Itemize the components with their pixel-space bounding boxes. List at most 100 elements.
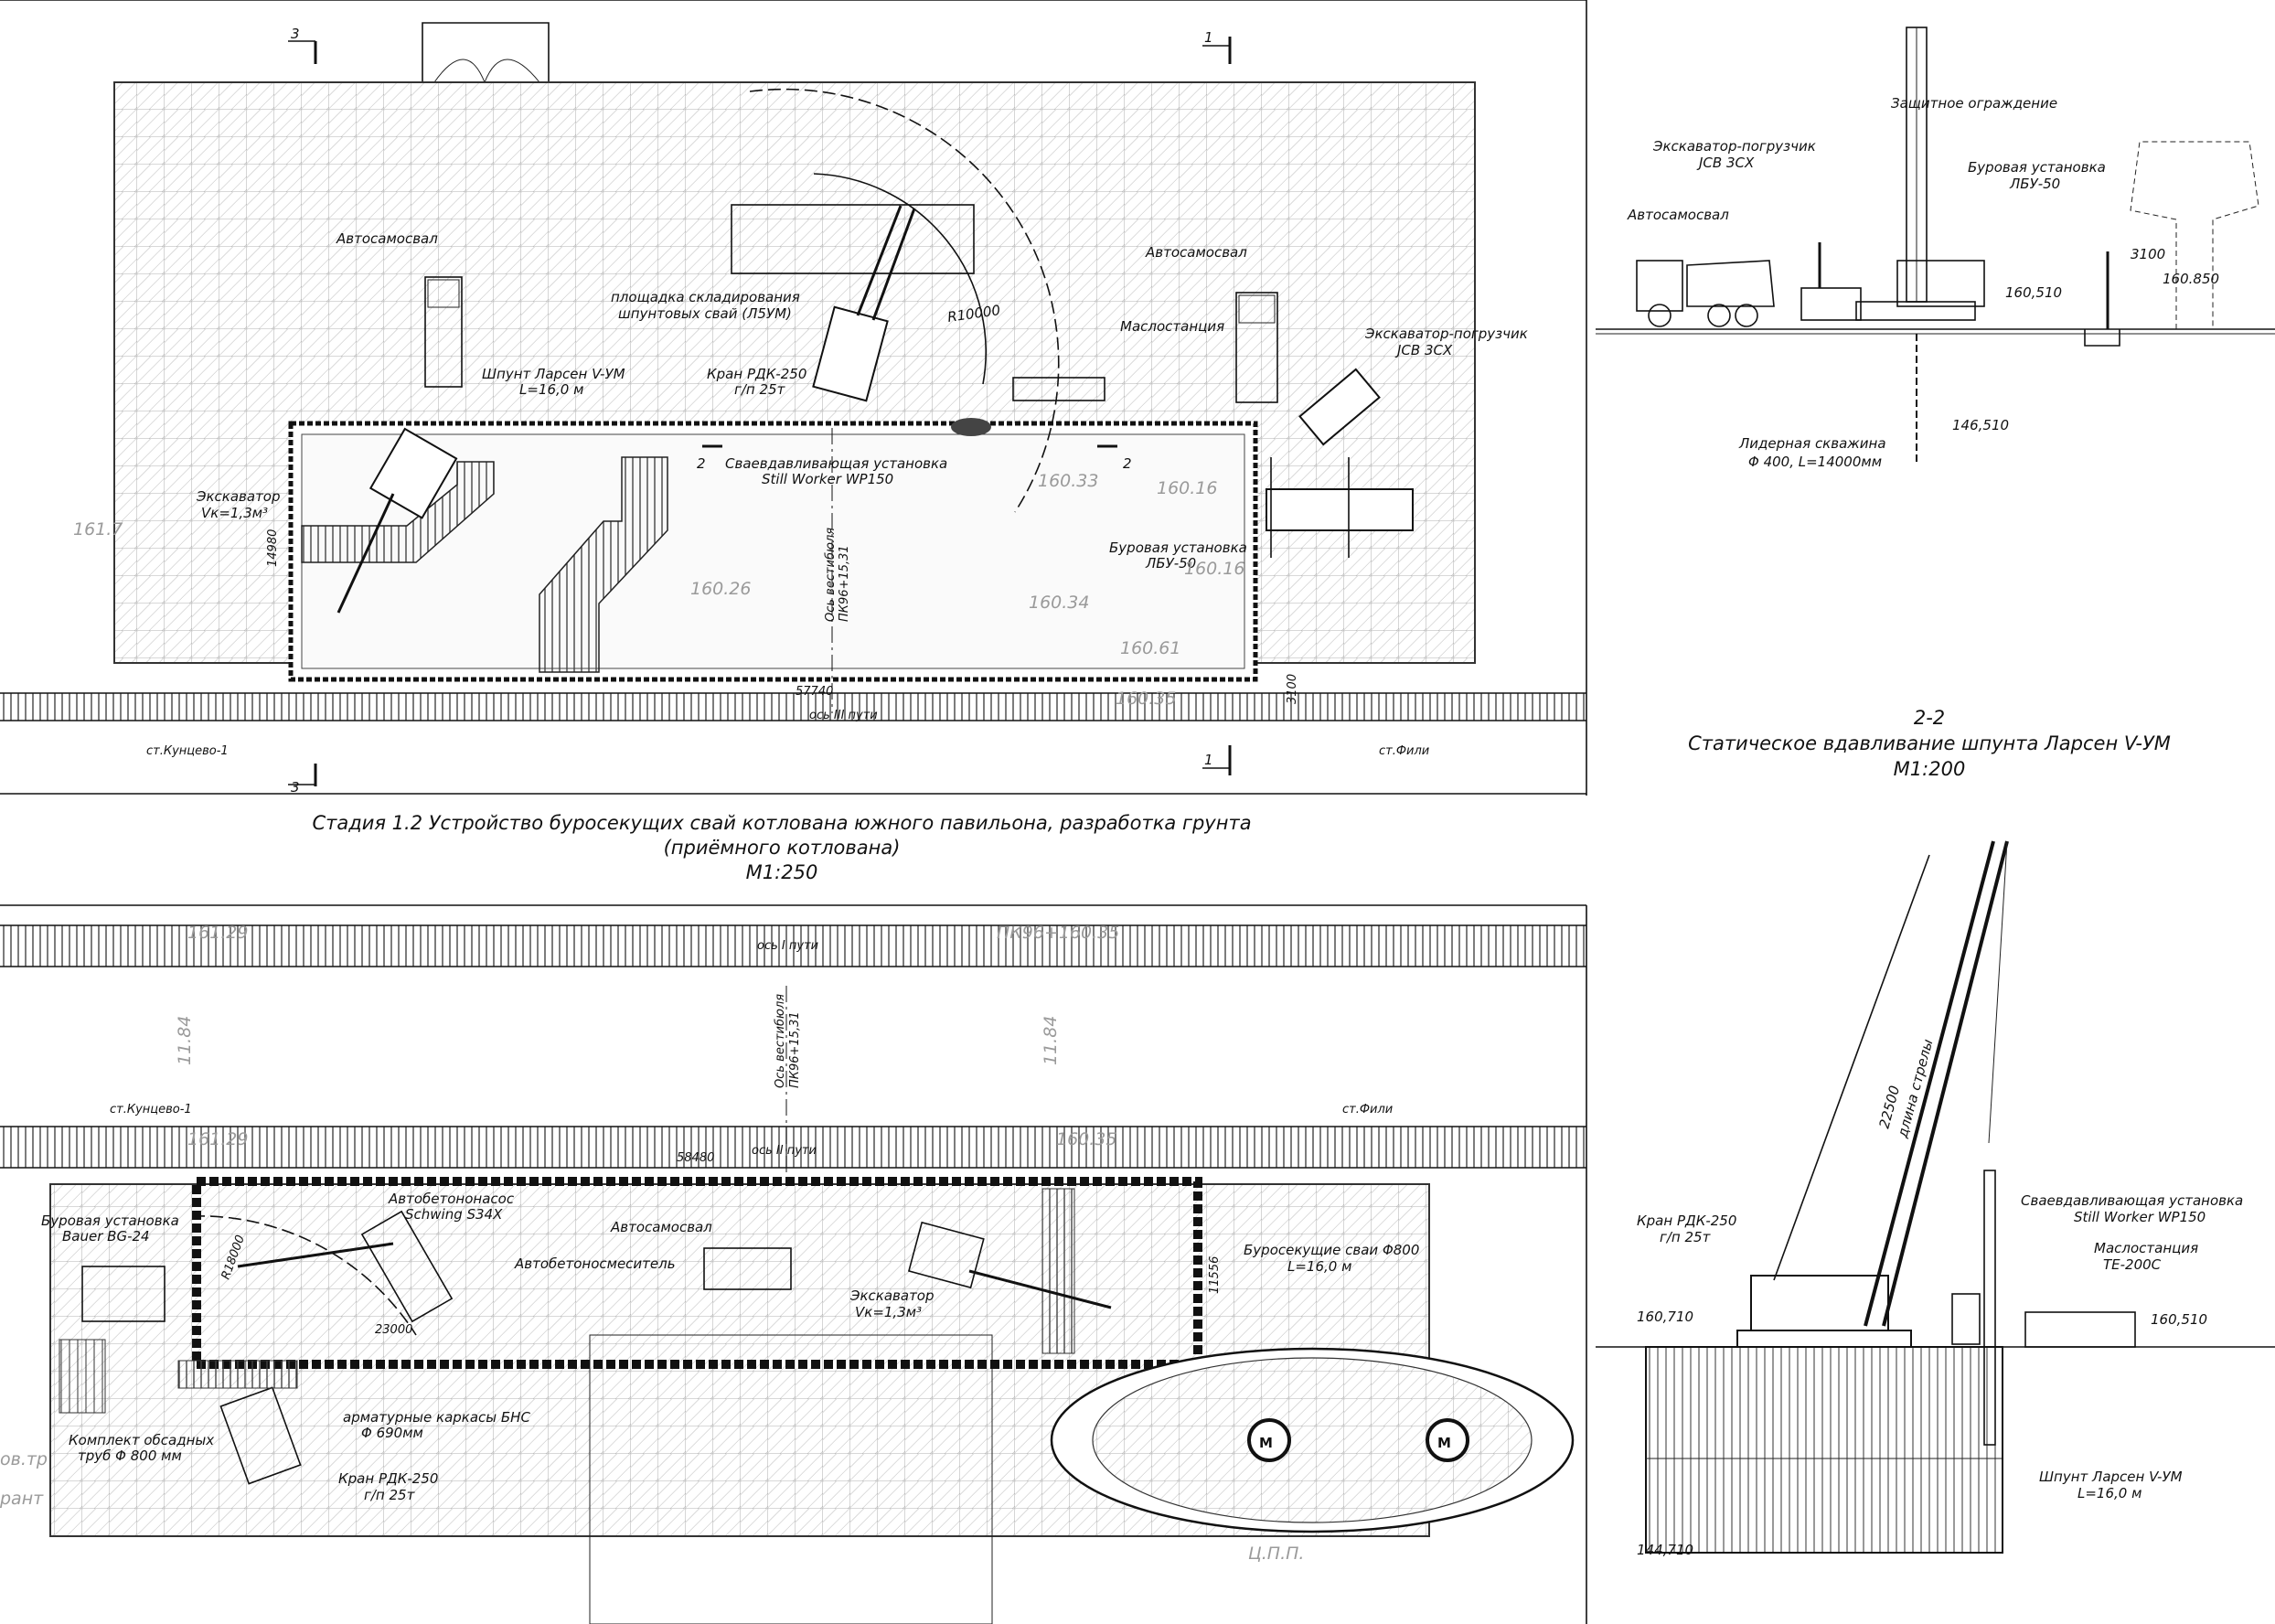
secant-pile-wall [192, 1177, 1202, 1369]
label-piles-2: L=16,0 м [1287, 1258, 1351, 1275]
label-dim-length: 57740 [796, 685, 833, 699]
label-dim-3100-sec: 3100 [2131, 246, 2165, 262]
label-dump-truck-right: Автосамосвал [1145, 244, 1247, 261]
label-rebar-2: Φ 690мм [361, 1425, 423, 1441]
label-dim-11556: 11556 [1208, 1256, 1222, 1294]
label-station-right-s2: ст.Фили [1342, 1103, 1393, 1116]
casing-pipes [59, 1339, 106, 1414]
label-cut-left: ов.тр [0, 1449, 48, 1469]
oil-station-section [2024, 1311, 2136, 1348]
label-vestibule-s2-1: Ось вестибюля [774, 994, 787, 1088]
label-elev-secb-3: 144,710 [1637, 1542, 1693, 1558]
label-loader-sec-1: Экскаватор-погрузчик [1652, 138, 1816, 155]
dump-truck-section [1636, 260, 1775, 327]
section-markers-stage1 [288, 37, 1232, 786]
label-casing-1: Комплект обсадных [69, 1432, 214, 1448]
label-crane-s2-1: Кран РДК-250 [338, 1470, 438, 1487]
label-track-axis: ось III пути [809, 709, 878, 722]
label-oil-sec-1: Маслостанция [2094, 1240, 2198, 1256]
excavator-stage1 [336, 427, 458, 614]
ramp-2 [539, 456, 668, 673]
label-elev-sec-3: 146,510 [1952, 417, 2009, 433]
label-press-sec-2: Still Worker WP150 [2074, 1209, 2206, 1225]
label-section-3b: 3 [291, 779, 300, 796]
dim-1184-a: 11.84 [175, 1016, 195, 1065]
label-vestibule-axis-2: ПК96+15,31 [838, 545, 851, 622]
mixer-truck [360, 1210, 454, 1323]
pump-boom [237, 1242, 394, 1268]
crane-rdk250-section [1736, 840, 2009, 1446]
dump-truck-left [424, 276, 463, 388]
metro-vestibule [1050, 1347, 1575, 1533]
label-cpp: Ц.П.П. [1248, 1544, 1304, 1564]
label-drill-rig-2: ЛБУ-50 [1145, 555, 1196, 572]
elev-stage1-2: 160.16 [1157, 478, 1217, 498]
elev-s2-top-left: 161.29 [187, 923, 248, 943]
label-pump-2: Schwing S34X [405, 1206, 503, 1223]
label-elev-sec-2: 160.850 [2163, 271, 2219, 287]
stage2-plan: 161.29 ПК96+160.35 ось I пути Ось вестиб… [0, 904, 1587, 1624]
label-press-rig-1: Сваевдавливающая установка [725, 455, 947, 472]
elev-stage1-7: 160.33 [1038, 471, 1098, 491]
loader-jcb-stage1 [1298, 368, 1381, 446]
label-loader-2: JCB 3CX [1394, 342, 1453, 358]
label-section-3a: 3 [291, 26, 300, 42]
label-dump-truck-sec: Автосамосвал [1627, 207, 1729, 223]
label-pile-sec-2: L=16,0 м [2077, 1485, 2141, 1501]
label-loader-1: Экскаватор-погрузчик [1364, 326, 1528, 342]
dump-truck-right [1235, 292, 1278, 403]
label-storage-2: шпунтовых свай (Л5УМ) [618, 305, 792, 322]
section-a-elevation: Экскаватор-погрузчик JCB 3CX Защитное ог… [1596, 27, 2275, 470]
label-drill-rig-1: Буровая установка [1109, 540, 1247, 556]
label-axis-track2: ось II пути [752, 1144, 817, 1158]
label-crane-1: Кран РДК-250 [707, 366, 806, 382]
press-rig-section [1951, 1293, 1981, 1345]
section-2-scale: М1:200 [1894, 758, 1966, 780]
stage1-title-1: Стадия 1.2 Устройство буросекущих свай к… [312, 812, 1251, 834]
building-outline [589, 1334, 993, 1624]
label-fence: Защитное ограждение [1891, 95, 2057, 112]
railway-track-stage1 [0, 693, 1586, 721]
label-station-right: ст.Фили [1379, 744, 1429, 758]
label-oil-sec-2: ТЕ-200С [2103, 1256, 2162, 1273]
elev-stage1-1: 161.7 [73, 519, 123, 540]
label-dim-3100: 3100 [1286, 674, 1299, 704]
label-section-1b: 1 [1204, 752, 1213, 768]
railway-track-2 [0, 1127, 1586, 1168]
label-cut-left2: рант [0, 1489, 44, 1509]
label-elev-sec-1: 160,510 [2005, 284, 2062, 301]
press-rig-stage1 [951, 418, 991, 436]
dim-1184-b: 11.84 [1041, 1016, 1061, 1065]
label-dump-truck-left: Автосамосвал [336, 230, 438, 247]
stage1-title-3: М1:250 [746, 861, 818, 883]
crane-stage2 [219, 1386, 302, 1485]
elev-stage1-5: 160.26 [690, 579, 751, 599]
label-vestibule-s2-2: ПК96+15,31 [788, 1011, 802, 1088]
label-drill-sec-1: Буровая установка [1968, 159, 2106, 176]
label-crane-sec-1: Кран РДК-250 [1637, 1213, 1736, 1229]
excavator-stage2 [907, 1221, 985, 1289]
label-crane-2: г/п 25т [734, 381, 786, 398]
label-piles-1: Буросекущие сваи Φ800 [1244, 1242, 1419, 1258]
label-excavator-s2-2: Vк=1,3м³ [855, 1304, 922, 1320]
label-oil-station: Маслостанция [1120, 318, 1224, 335]
label-drill-s2-1: Буровая установка [41, 1213, 179, 1229]
label-excavator-2: Vк=1,3м³ [201, 505, 268, 521]
metro-icon-2: M [1437, 1435, 1451, 1451]
elev-stage1-6: 160.16 [1184, 559, 1244, 579]
label-rebar-1: арматурные каркасы БНС [343, 1409, 530, 1426]
elev-s2-mid-right: 160.35 [1056, 1129, 1116, 1149]
label-elev-secb-2: 160,510 [2151, 1311, 2207, 1328]
label-dim-width: 14980 [266, 529, 280, 567]
label-pilot-well-1: Лидерная скважина [1738, 435, 1886, 452]
label-pile-sec-1: Шпунт Ларсен V-УМ [2039, 1469, 2183, 1485]
label-excavator-s2-1: Экскаватор [849, 1287, 935, 1304]
label-pump-1: Автобетононасос [388, 1191, 515, 1207]
section-2-title: Статическое вдавливание шпунта Ларсен V-… [1688, 732, 2171, 754]
label-loader-sec-2: JCB 3CX [1696, 155, 1755, 171]
label-storage-1: площадка складирования [611, 289, 800, 305]
pile-storage-area [731, 204, 975, 274]
railway-track-1 [0, 925, 1586, 967]
rebar-cages [177, 1360, 298, 1389]
label-section-2a: 2 [697, 455, 706, 472]
